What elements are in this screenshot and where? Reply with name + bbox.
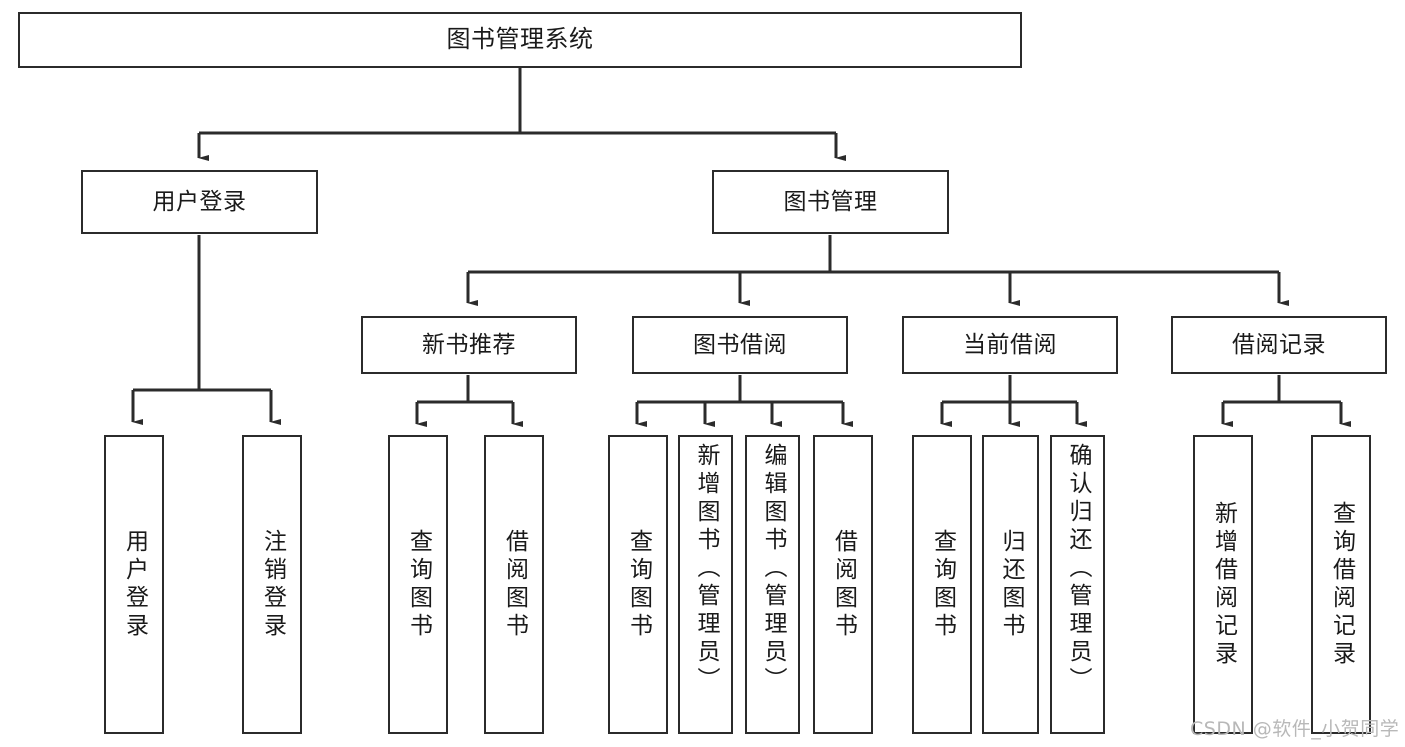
leaf-recommend-borrow-book[interactable]: 借阅图书 [484, 435, 544, 734]
leaf-borrow-edit-book-admin[interactable]: 编辑图书（管理员） [745, 435, 800, 734]
node-label: 图书管理 [783, 188, 878, 215]
node-label: 新增图书（管理员） [693, 443, 719, 695]
node-new-book-recommend[interactable]: 新书推荐 [361, 316, 577, 374]
node-label: 归还图书 [998, 528, 1024, 641]
node-label: 借阅图书 [830, 528, 857, 641]
node-borrow-record[interactable]: 借阅记录 [1171, 316, 1387, 374]
leaf-borrow-borrow-book[interactable]: 借阅图书 [813, 435, 873, 734]
node-book-management[interactable]: 图书管理 [712, 170, 949, 234]
leaf-borrow-query-book[interactable]: 查询图书 [608, 435, 668, 734]
node-label: 图书借阅 [693, 331, 787, 358]
node-book-borrow[interactable]: 图书借阅 [632, 316, 848, 374]
leaf-record-add-record[interactable]: 新增借阅记录 [1193, 435, 1253, 734]
node-label: 查询图书 [929, 528, 956, 641]
node-label: 用户登录 [152, 188, 247, 215]
node-label: 新书推荐 [422, 331, 516, 358]
node-label: 新增借阅记录 [1210, 500, 1237, 669]
node-label: 查询图书 [625, 528, 652, 641]
node-current-borrow[interactable]: 当前借阅 [902, 316, 1118, 374]
leaf-current-confirm-return-admin[interactable]: 确认归还（管理员） [1050, 435, 1105, 734]
leaf-current-return-book[interactable]: 归还图书 [982, 435, 1039, 734]
node-label: 注销登录 [259, 528, 286, 641]
leaf-recommend-query-book[interactable]: 查询图书 [388, 435, 448, 734]
node-user-login[interactable]: 用户登录 [81, 170, 318, 234]
leaf-user-login-login[interactable]: 用户登录 [104, 435, 164, 734]
node-label: 借阅记录 [1232, 331, 1326, 358]
node-label: 用户登录 [121, 528, 148, 641]
leaf-record-query-record[interactable]: 查询借阅记录 [1311, 435, 1371, 734]
node-root-system[interactable]: 图书管理系统 [18, 12, 1022, 68]
leaf-user-login-logout[interactable]: 注销登录 [242, 435, 302, 734]
node-label: 编辑图书（管理员） [760, 443, 786, 695]
node-label: 查询借阅记录 [1328, 500, 1355, 669]
node-label: 确认归还（管理员） [1065, 443, 1091, 695]
node-label: 查询图书 [405, 528, 432, 641]
leaf-borrow-add-book-admin[interactable]: 新增图书（管理员） [678, 435, 733, 734]
leaf-current-query-book[interactable]: 查询图书 [912, 435, 972, 734]
node-label: 当前借阅 [963, 331, 1057, 358]
node-label: 图书管理系统 [446, 25, 594, 54]
node-label: 借阅图书 [501, 528, 528, 641]
